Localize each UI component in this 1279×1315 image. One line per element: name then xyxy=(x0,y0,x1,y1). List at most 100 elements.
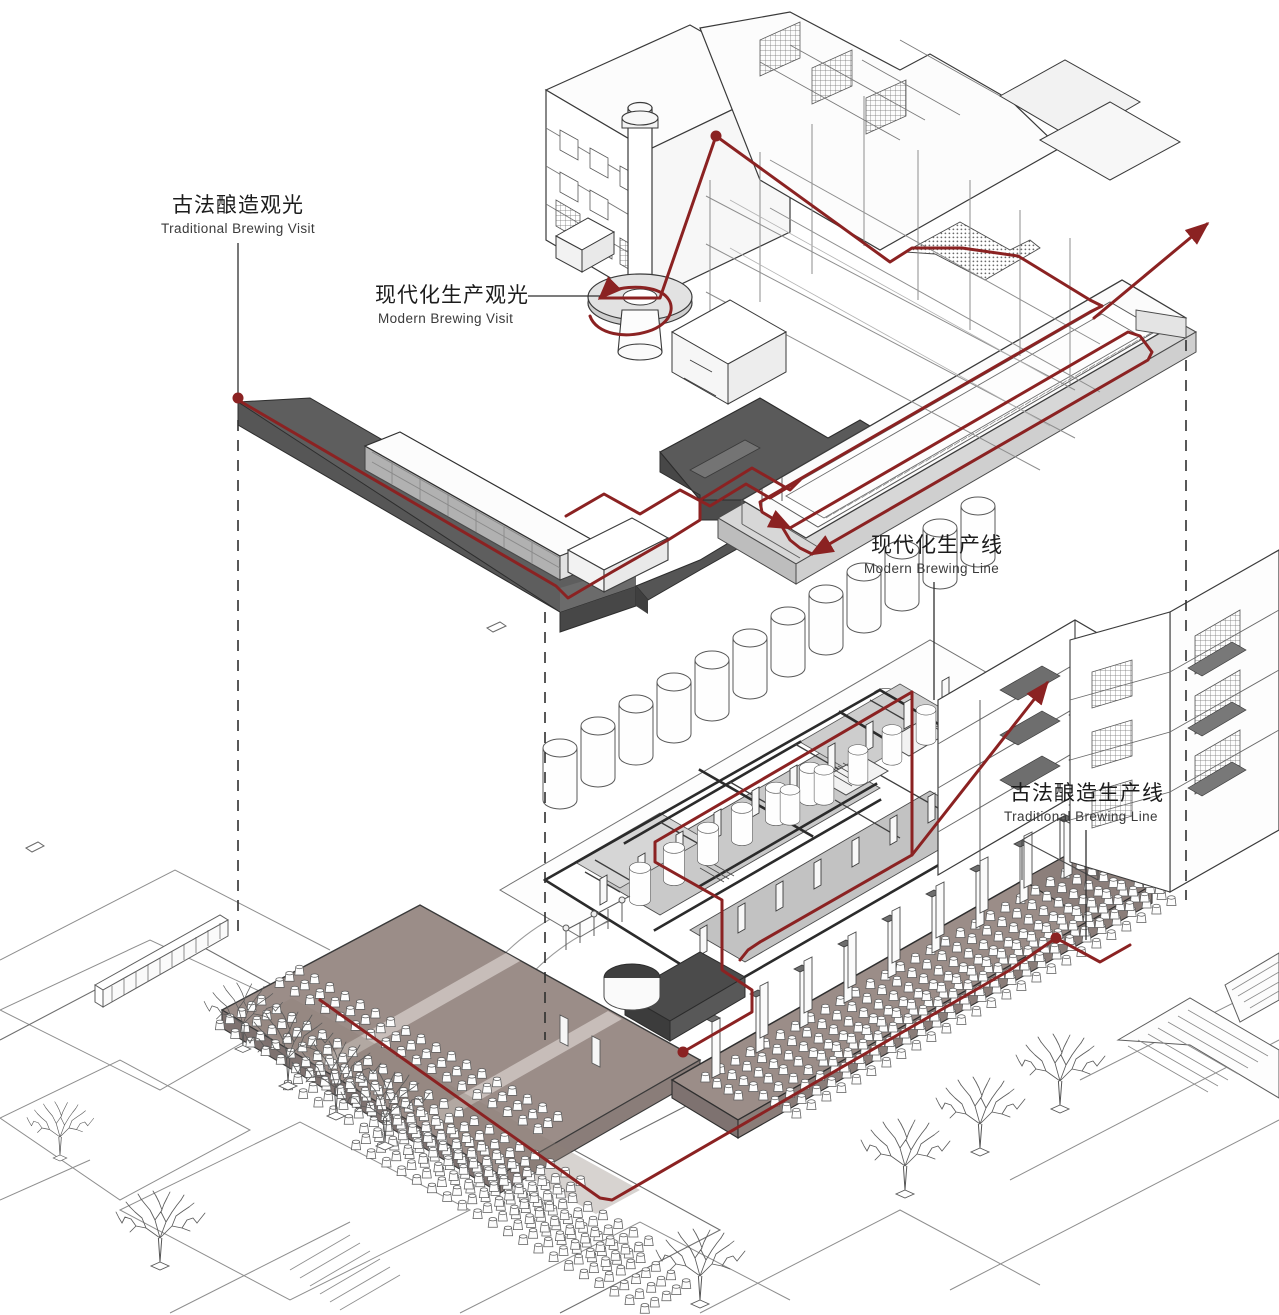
ground-markers xyxy=(25,621,508,853)
axon-motif xyxy=(993,962,1003,973)
axon-motif xyxy=(413,1095,424,1107)
axon-motif xyxy=(1151,903,1162,915)
axon-motif xyxy=(940,935,951,947)
axon-motif xyxy=(446,1123,456,1135)
axon-motif xyxy=(847,744,869,786)
axon-motif xyxy=(528,1228,539,1239)
axon-motif xyxy=(915,704,937,746)
axon-motif xyxy=(390,1031,401,1042)
axon-motif xyxy=(742,1060,752,1072)
axon-motif xyxy=(580,1232,591,1244)
axon-motif xyxy=(778,1064,789,1075)
axon-motif xyxy=(496,1164,507,1175)
structural-column xyxy=(903,698,912,730)
axon-motif xyxy=(527,1181,538,1192)
axon-motif xyxy=(1003,936,1014,948)
axon-motif xyxy=(300,1056,311,1067)
label-traditional-brewing-line[interactable]: 古法酿造生产线 Traditional Brewing Line xyxy=(1004,781,1164,940)
axon-motif xyxy=(971,1005,982,1017)
axon-motif xyxy=(798,1041,809,1052)
label-modern-brewing-visit[interactable]: 现代化生产观光 Modern Brewing Visit xyxy=(375,283,600,326)
axon-motif xyxy=(1071,905,1082,916)
axon-motif xyxy=(563,1260,574,1271)
axon-motif xyxy=(482,1082,493,1094)
axon-motif xyxy=(813,1032,824,1044)
axon-motif xyxy=(629,861,651,906)
axon-motif xyxy=(913,987,924,999)
axon-motif xyxy=(537,1102,548,1113)
axon-motif xyxy=(552,1183,563,1195)
projection-lines xyxy=(237,340,1187,1040)
axon-motif xyxy=(520,1155,531,1167)
axon-motif xyxy=(618,1233,629,1244)
axon-motif xyxy=(1000,901,1011,913)
axon-motif xyxy=(476,1068,487,1079)
axon-motif xyxy=(1166,895,1177,906)
axon-motif xyxy=(643,1235,654,1246)
structural-column xyxy=(737,902,746,934)
circulation-routes xyxy=(236,130,1210,1202)
axon-motif xyxy=(615,1264,626,1276)
axon-motif xyxy=(405,1112,416,1124)
axon-motif xyxy=(512,1172,523,1184)
route-jar-yard-tail xyxy=(1054,936,1132,964)
axon-motif xyxy=(993,930,1004,942)
axon-motif xyxy=(1061,954,1072,966)
axon-motif xyxy=(813,764,835,806)
axon-motif xyxy=(431,1042,442,1053)
axon-motif xyxy=(1108,877,1119,888)
axon-motif xyxy=(605,1235,616,1246)
axon-motif xyxy=(895,961,906,972)
axon-motif xyxy=(479,1187,489,1198)
glazing-rib xyxy=(911,465,918,470)
axon-motif xyxy=(888,990,899,1001)
label-cn-text: 现代化生产线 xyxy=(871,533,1003,557)
axon-motif xyxy=(921,990,932,1001)
axon-motif xyxy=(1041,922,1052,933)
ground-plane-lines xyxy=(0,869,1279,1314)
axon-motif xyxy=(292,1073,303,1084)
axon-motif xyxy=(595,1241,606,1252)
axon-motif xyxy=(876,1015,887,1027)
axon-motif xyxy=(487,1097,498,1109)
axon-motif xyxy=(851,1073,862,1085)
axon-motif xyxy=(552,1111,563,1122)
axon-motif xyxy=(681,1278,692,1289)
axon-motif xyxy=(783,1049,794,1061)
route-plan-tail xyxy=(738,940,762,962)
pipe-rack xyxy=(562,895,631,950)
axon-motif xyxy=(618,694,654,766)
axon-motif xyxy=(646,1282,657,1293)
axon-motif xyxy=(963,947,974,959)
canopy-column xyxy=(803,956,813,1014)
axon-motif xyxy=(773,1081,784,1092)
axon-motif xyxy=(497,1210,508,1222)
label-modern-brewing-line[interactable]: 现代化生产线 Modern Brewing Line xyxy=(864,533,1003,700)
axon-motif xyxy=(298,1088,309,1099)
axon-motif xyxy=(472,1208,483,1219)
label-traditional-brewing-visit[interactable]: 古法酿造观光 Traditional Brewing Visit xyxy=(161,193,315,404)
axon-motif xyxy=(420,1121,431,1132)
axon-motif xyxy=(430,1115,441,1126)
axon-motif xyxy=(1106,929,1117,940)
route-gallery-return xyxy=(776,518,814,556)
axon-motif xyxy=(312,1050,323,1061)
route-to-stair-building xyxy=(910,680,1049,857)
axon-motif xyxy=(559,1209,570,1220)
route-gallery-right xyxy=(788,330,1154,556)
axon-motif xyxy=(1101,888,1112,899)
axon-motif xyxy=(400,1097,411,1109)
axon-motif xyxy=(791,1107,802,1119)
axon-motif xyxy=(1057,882,1067,893)
axon-motif xyxy=(535,1164,546,1175)
axon-motif xyxy=(1049,942,1060,954)
long-gallery-hall xyxy=(716,279,1198,585)
axon-motif xyxy=(781,1101,792,1113)
axon-motif xyxy=(393,1072,404,1083)
axon-motif xyxy=(1072,873,1082,885)
axon-motif xyxy=(457,1080,467,1091)
axon-motif xyxy=(1063,902,1074,914)
axon-motif xyxy=(906,998,917,1010)
glazing-rib xyxy=(1095,359,1103,365)
